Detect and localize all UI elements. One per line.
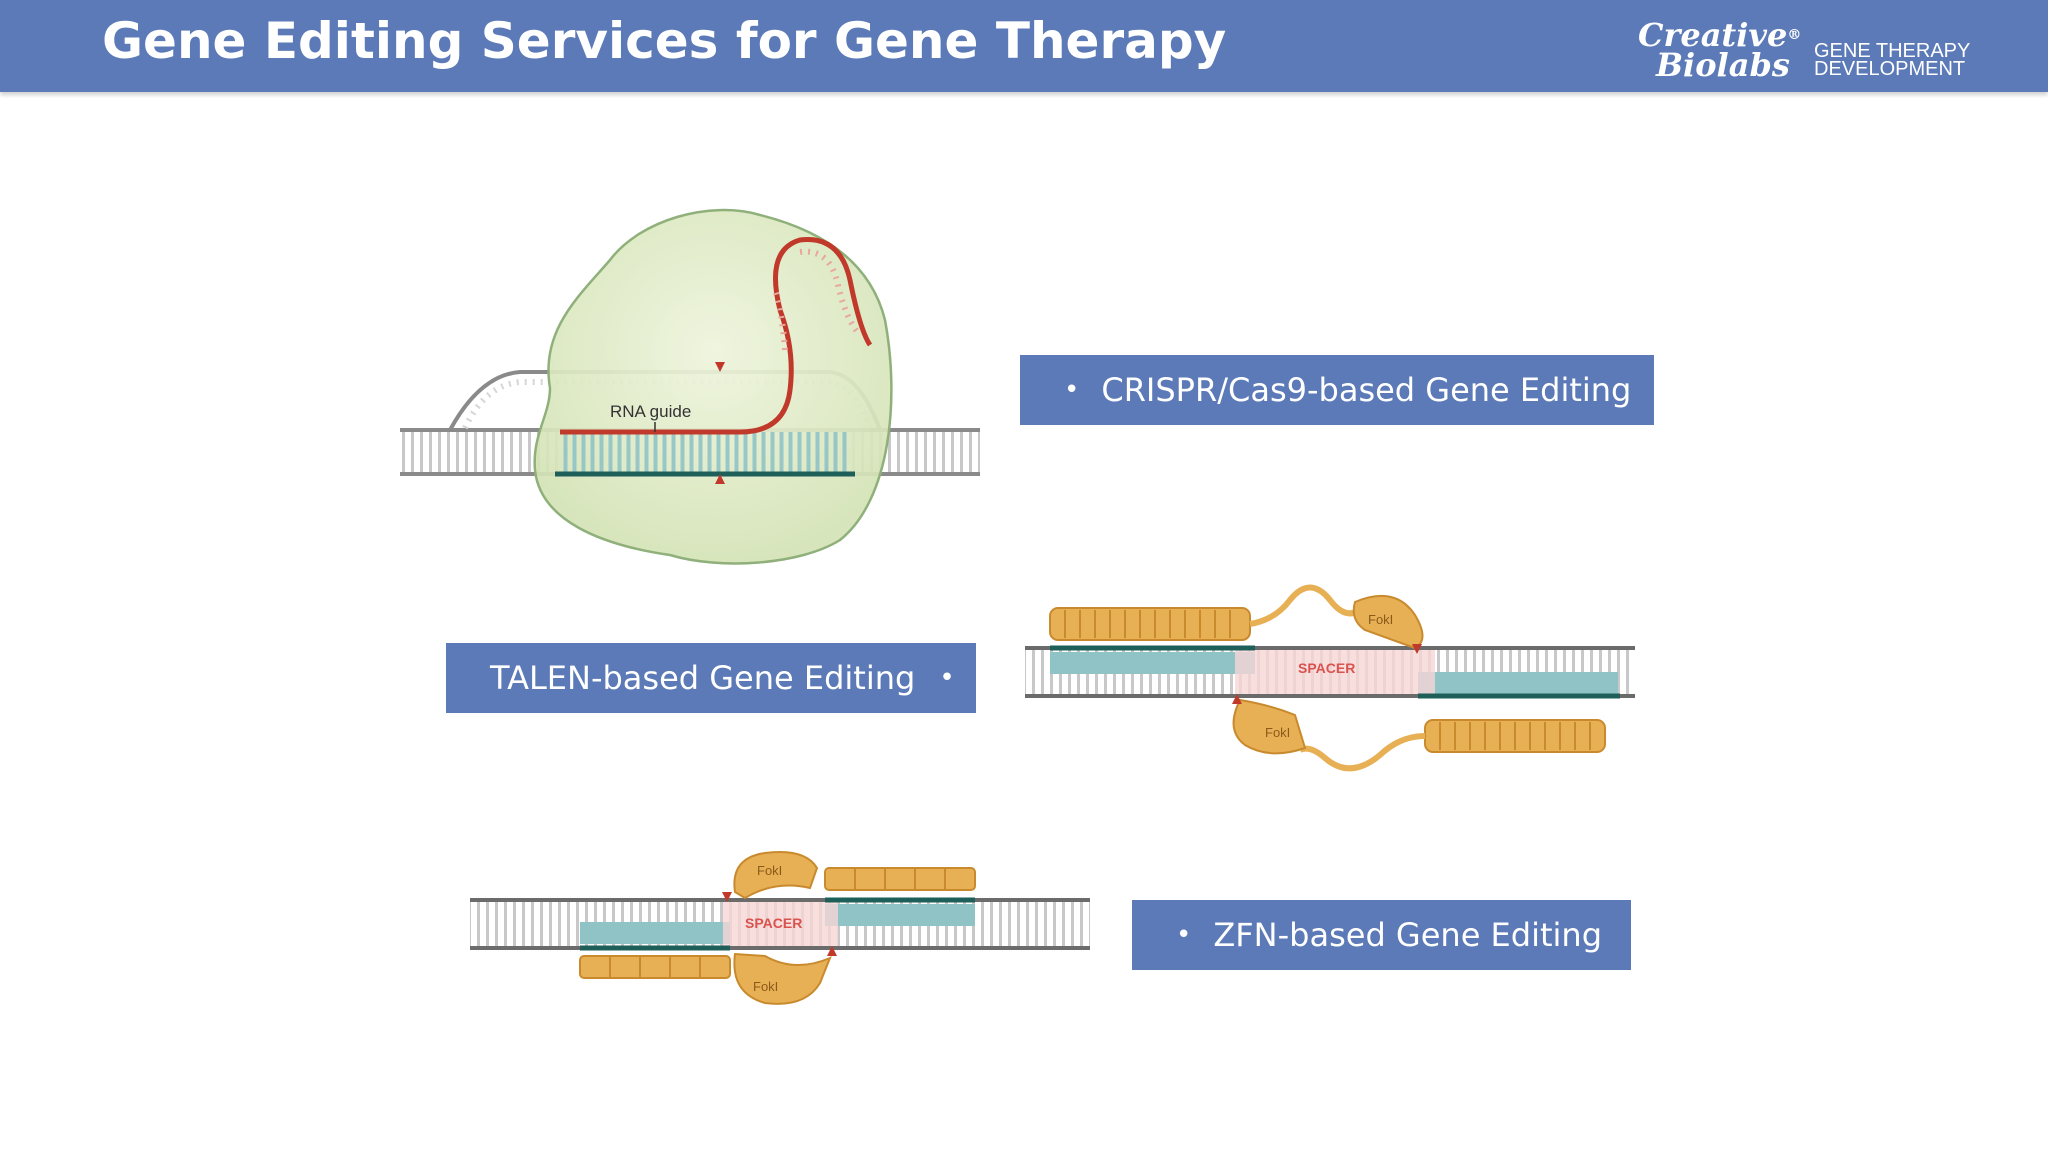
zfn-label-box: • ZFN-based Gene Editing [1132, 900, 1631, 970]
talen-spacer-label: SPACER [1298, 660, 1355, 676]
talen-tale-array-bottom [1424, 719, 1606, 753]
zfn-label: ZFN-based Gene Editing [1213, 916, 1602, 954]
logo-sub-line1: GENE THERAPY [1814, 40, 1971, 62]
crispr-label-box: • CRISPR/Cas9-based Gene Editing [1020, 355, 1654, 425]
crispr-cas9-diagram: RNA guide [400, 208, 980, 565]
zfn-foki-bottom [733, 952, 832, 1005]
talen-label: TALEN-based Gene Editing [490, 659, 916, 697]
zfn-foki-bottom-label: FokI [753, 979, 778, 994]
logo-registered: ® [1787, 27, 1802, 43]
zfn-zinc-finger-array-top [824, 867, 976, 891]
zfn-foki-top [733, 851, 819, 900]
rna-guide-strand [560, 237, 873, 435]
logo-line2: Biolabs [1656, 46, 1790, 84]
talen-bullet: • [939, 663, 955, 693]
zfn-spacer-label: SPACER [745, 915, 802, 931]
header-bar: Gene Editing Services for Gene Therapy C… [0, 0, 2048, 92]
cut-site-bottom [715, 474, 725, 484]
talen-foki-top [1352, 594, 1424, 650]
zfn-dna-duplex [470, 897, 1090, 951]
talen-label-box: TALEN-based Gene Editing • [446, 643, 976, 713]
page-title: Gene Editing Services for Gene Therapy [102, 12, 1227, 70]
logo-wordmark: Creative® Biolabs [1638, 19, 1802, 84]
talen-foki-top-label: FokI [1368, 612, 1393, 627]
logo-sub-line2: DEVELOPMENT [1814, 58, 1966, 80]
zfn-zinc-finger-array-bottom [579, 955, 731, 979]
cas9-protein [533, 208, 893, 565]
zfn-diagram: SPACER FokI FokI [470, 851, 1090, 1005]
talen-foki-bottom [1232, 698, 1307, 755]
rna-guide-label: RNA guide [610, 402, 691, 421]
cut-site-top [715, 362, 725, 372]
zfn-bullet: • [1176, 920, 1192, 950]
zfn-foki-top-label: FokI [757, 863, 782, 878]
creative-biolabs-logo: Creative® Biolabs GENE THERAPY DEVELOPME… [1630, 0, 2010, 92]
logo-subtitle: GENE THERAPY DEVELOPMENT [1814, 40, 1971, 80]
talen-dna-duplex [1025, 645, 1635, 699]
talen-diagram: SPACER FokI FokI [1025, 584, 1635, 772]
logo-line1: Creative [1638, 16, 1788, 54]
crispr-label: CRISPR/Cas9-based Gene Editing [1101, 371, 1632, 409]
crispr-bullet: • [1064, 375, 1080, 405]
talen-foki-bottom-label: FokI [1265, 725, 1290, 740]
talen-tale-array-top [1049, 607, 1251, 641]
